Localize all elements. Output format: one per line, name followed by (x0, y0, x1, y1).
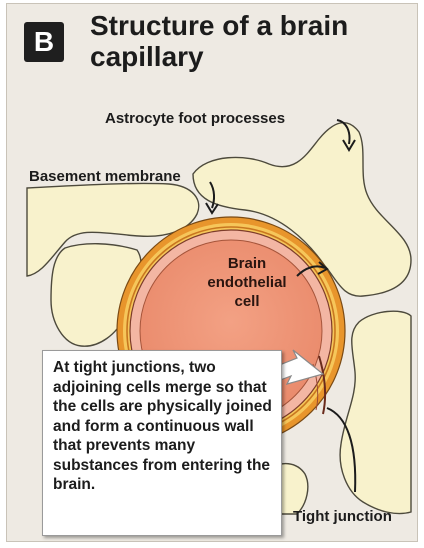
endothelial-cell-label: Brain endothelial cell (201, 254, 293, 311)
tight-junction-label: Tight junction (293, 508, 392, 525)
basement-membrane-label: Basement membrane (29, 168, 181, 185)
astrocyte-label: Astrocyte foot processes (105, 110, 285, 127)
figure-title: Structure of a brain capillary (90, 10, 410, 72)
panel-letter-badge: B (24, 22, 64, 62)
astrocyte-process-right (340, 311, 411, 513)
figure-panel: B Structure of a brain capillary Astrocy… (6, 3, 418, 542)
callout-text: At tight junctions, two adjoining cells … (53, 358, 273, 495)
explanation-callout: At tight junctions, two adjoining cells … (42, 350, 282, 536)
